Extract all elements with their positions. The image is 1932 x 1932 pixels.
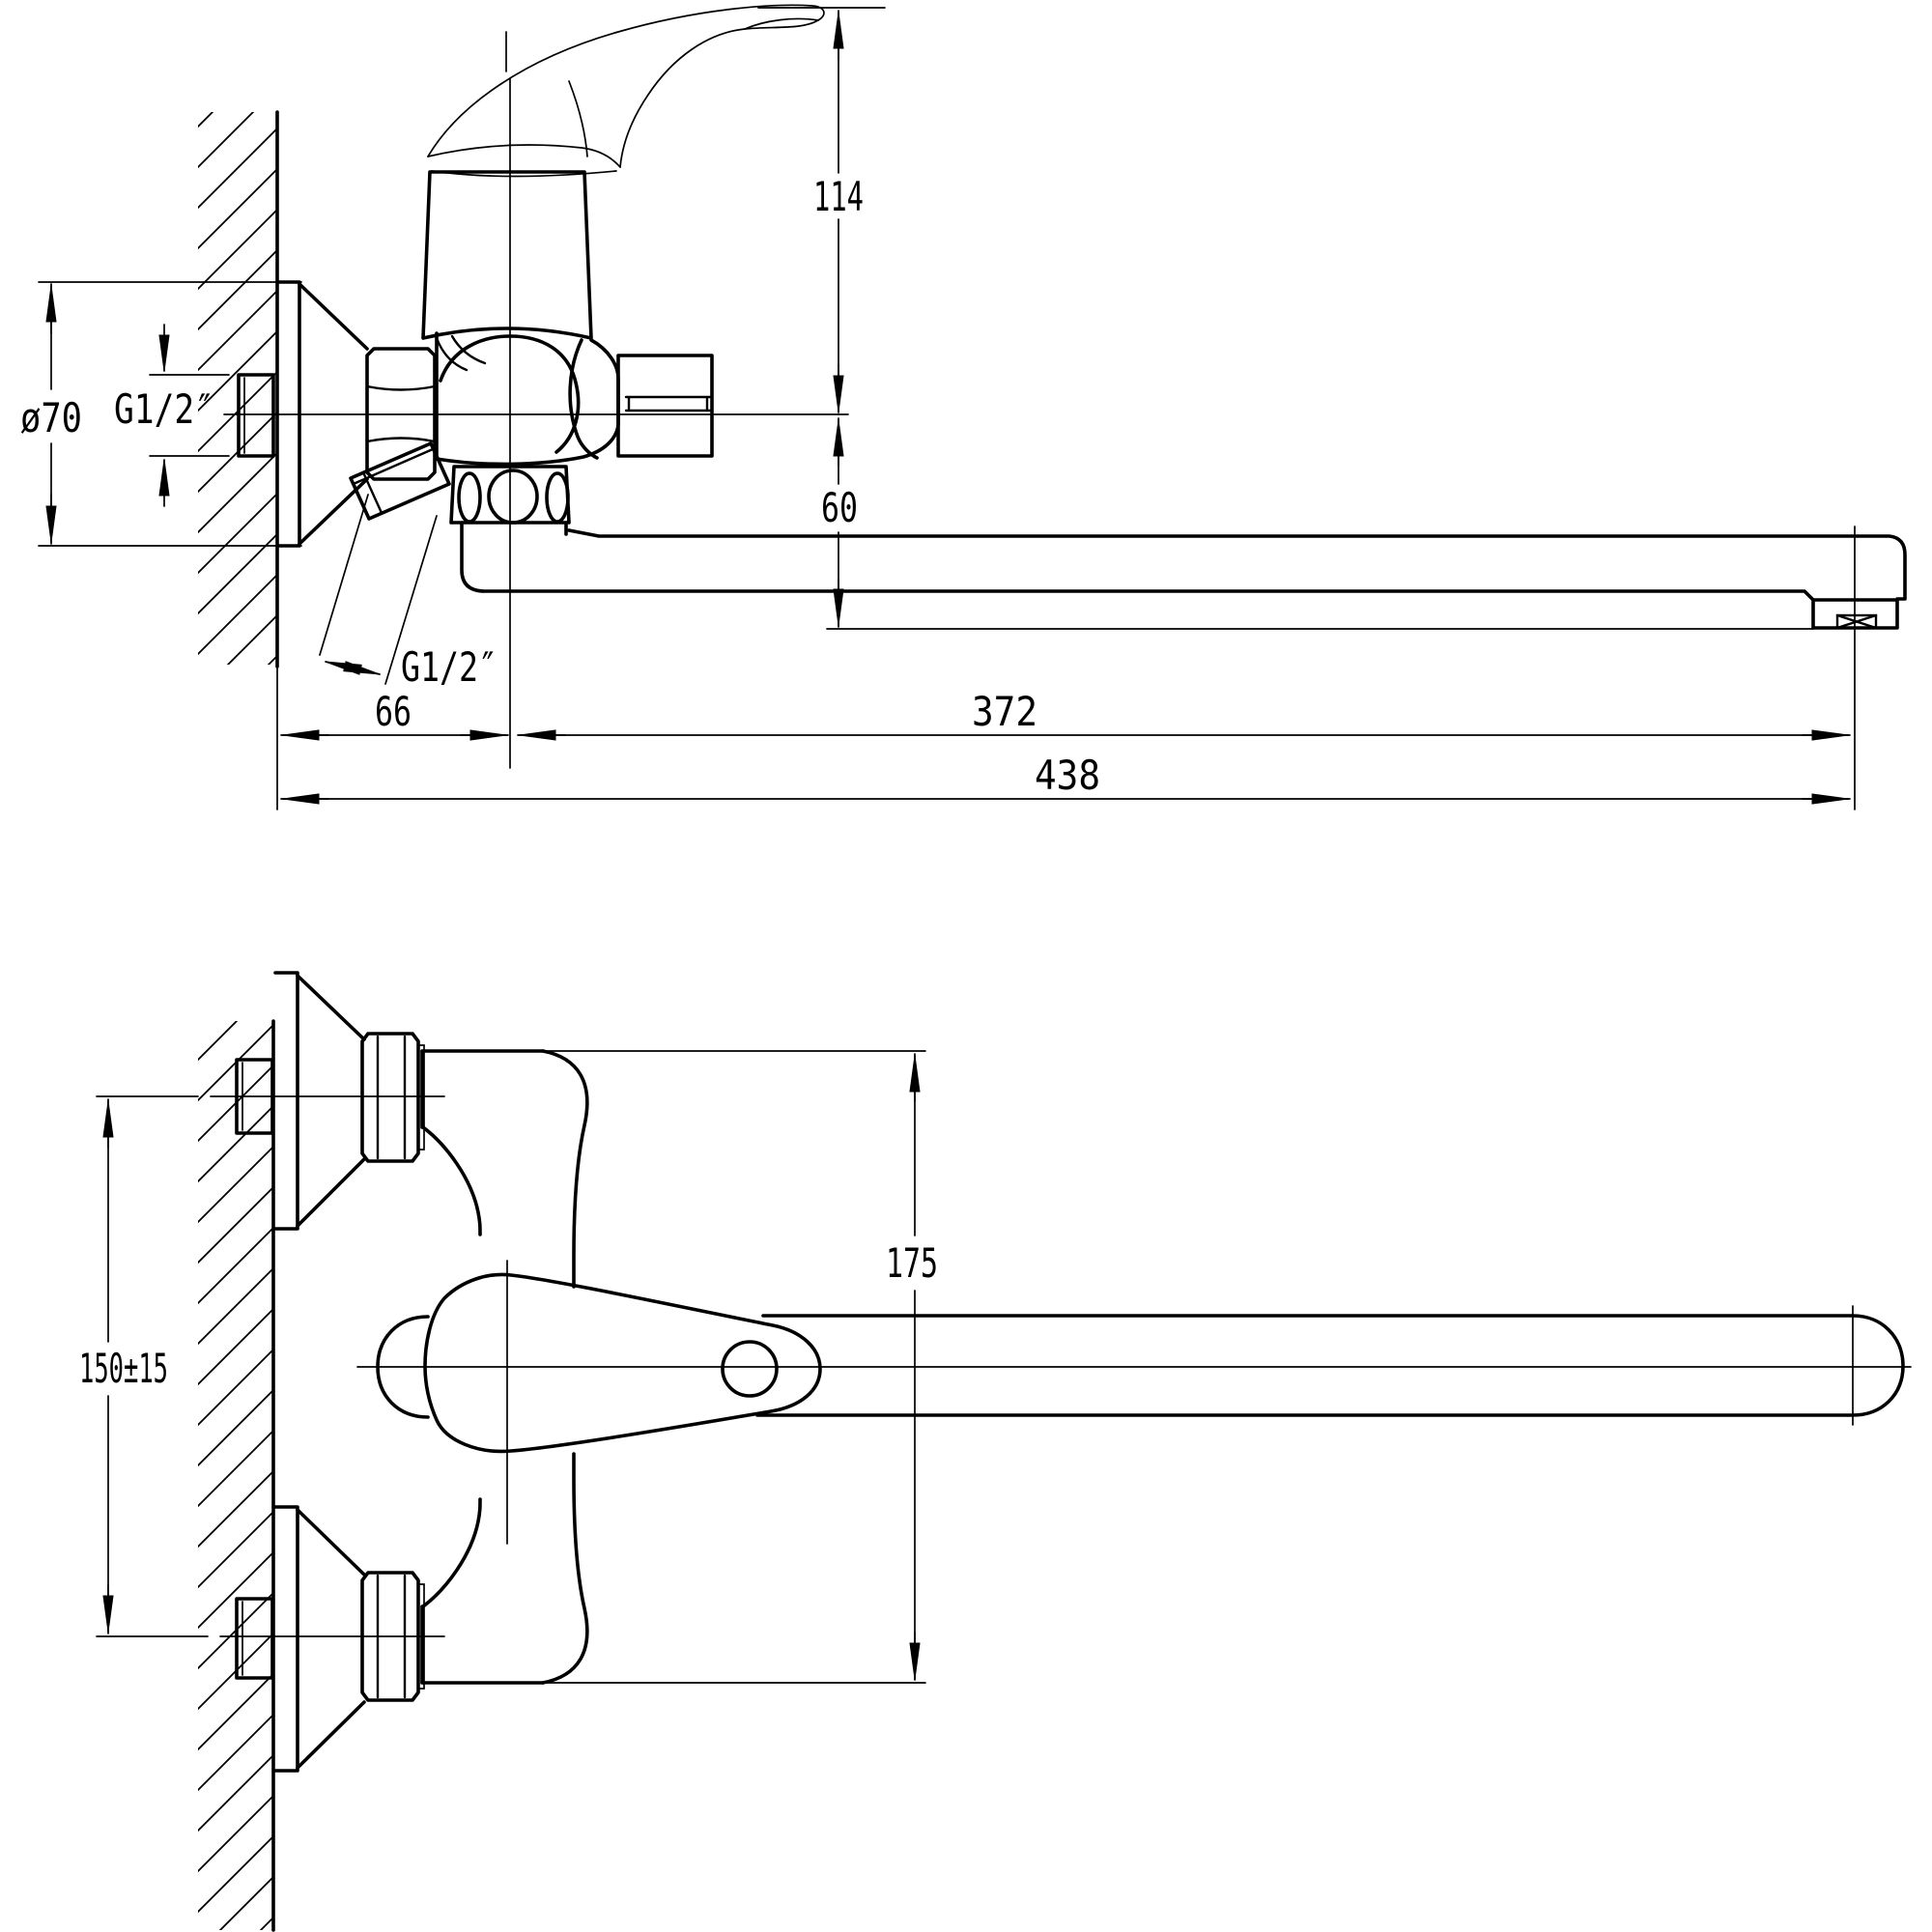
spout-elbow <box>460 521 568 593</box>
wall-hatch-front <box>198 1021 273 1930</box>
dim-wall-to-axis: 66 <box>280 688 509 741</box>
mixer-body-front <box>376 1049 589 1685</box>
spout-pipe <box>481 528 1907 630</box>
shower-outlet-stub <box>349 441 451 521</box>
spout-top-line <box>567 528 1907 601</box>
spout-bottom-line <box>481 589 1815 602</box>
top-flange-cone <box>296 974 366 1228</box>
dim-extension-lines <box>542 1050 926 1684</box>
body-right-s-bottom <box>541 1452 589 1685</box>
collar-ellipse-right <box>545 471 570 524</box>
handle-leaf-outline <box>423 1272 822 1454</box>
dim-label-spout-drop: 60 <box>821 484 858 531</box>
top-nut-facets <box>376 1035 407 1160</box>
shower-stub-detail <box>354 447 435 515</box>
diverter-knob-slot <box>624 395 713 412</box>
mixer-body <box>435 331 620 467</box>
dim-label-inlet-spacing: 150±15 <box>79 1345 168 1392</box>
side-view: ø70 G1/2″ 114 60 <box>20 4 1907 810</box>
body-right-s-top <box>541 1049 589 1289</box>
bottom-inlet <box>96 1505 445 1773</box>
dim-label-overall-length: 438 <box>1035 752 1100 799</box>
dim-label-flange-diameter: ø70 <box>20 394 82 441</box>
spout-bar-lines <box>755 1314 1855 1417</box>
bottom-flange-cone <box>296 1508 366 1770</box>
dim-label-shower-thread: G1/2″ <box>401 643 497 691</box>
aerator-symbol <box>1835 613 1878 630</box>
top-inlet <box>96 971 445 1231</box>
body-dome <box>439 334 581 454</box>
front-view: 150±15 175 <box>79 971 1912 1932</box>
spout-end-cap <box>1851 1314 1905 1417</box>
nut-outline <box>365 347 437 481</box>
dim-leader-lines <box>319 494 438 685</box>
handle-tip-line <box>744 17 819 30</box>
lever-handle-front <box>423 1272 822 1454</box>
dim-label-body-height: 175 <box>886 1239 938 1287</box>
bottom-pipe-stub <box>235 1597 274 1680</box>
dim-axis-to-spout: 372 <box>517 688 1851 741</box>
diverter-knob <box>616 354 714 458</box>
handle-outline <box>427 4 825 168</box>
body-right-curve <box>568 338 599 460</box>
dim-body-height: 175 <box>542 1050 938 1684</box>
dim-handle-height: 114 <box>757 7 886 413</box>
handle-inner-line <box>568 80 588 157</box>
diverter-knob-outline <box>616 354 714 458</box>
handle-base-top <box>427 144 621 168</box>
lever-handle <box>427 4 825 178</box>
dim-inlet-spacing: 150±15 <box>79 1098 168 1634</box>
dim-label-axis-to-spout: 372 <box>972 688 1037 735</box>
wall-section-front <box>198 1019 275 1932</box>
nut-facets <box>365 384 437 443</box>
collar-ellipse-center <box>487 469 539 525</box>
dim-label-handle-height: 114 <box>813 173 864 220</box>
dim-spout-drop: 60 <box>821 417 1814 630</box>
top-washer <box>417 1044 425 1151</box>
dim-inlet-thread: G1/2″ <box>114 324 230 507</box>
dim-label-wall-to-axis: 66 <box>375 688 412 735</box>
pipe-stub-outline <box>237 373 275 458</box>
top-flange-plate <box>273 971 299 1231</box>
dim-tick-lines <box>149 374 230 457</box>
body-neck-fillets <box>435 334 487 372</box>
dim-arrow-right <box>343 661 381 675</box>
bottom-flange-plate <box>273 1505 299 1773</box>
dim-flange-diameter: ø70 <box>20 281 302 547</box>
dim-overall-length: 438 <box>280 752 1851 805</box>
handle-hole <box>721 1340 779 1398</box>
dim-shower-thread: G1/2″ <box>319 494 497 691</box>
top-nut-outline <box>360 1032 420 1163</box>
wall-pipe-stub <box>237 373 275 458</box>
body-waist-top <box>421 1125 482 1236</box>
collar-ellipse-left <box>457 471 482 524</box>
spout-front <box>755 1305 1905 1426</box>
mounting-nut <box>365 347 437 481</box>
side-view-centerlines <box>223 78 1856 810</box>
body-outline <box>435 331 620 467</box>
cartridge-cover <box>421 170 593 340</box>
body-waist-bottom <box>421 1497 482 1608</box>
shower-stub-outline <box>349 441 451 521</box>
dim-label-inlet-thread: G1/2″ <box>114 385 214 433</box>
dim-extension-lines <box>38 281 302 547</box>
bottom-nut-outline <box>360 1571 420 1702</box>
wall-section <box>198 110 279 810</box>
front-view-centerlines <box>356 1260 1912 1545</box>
handle-base-bottom <box>431 170 617 178</box>
